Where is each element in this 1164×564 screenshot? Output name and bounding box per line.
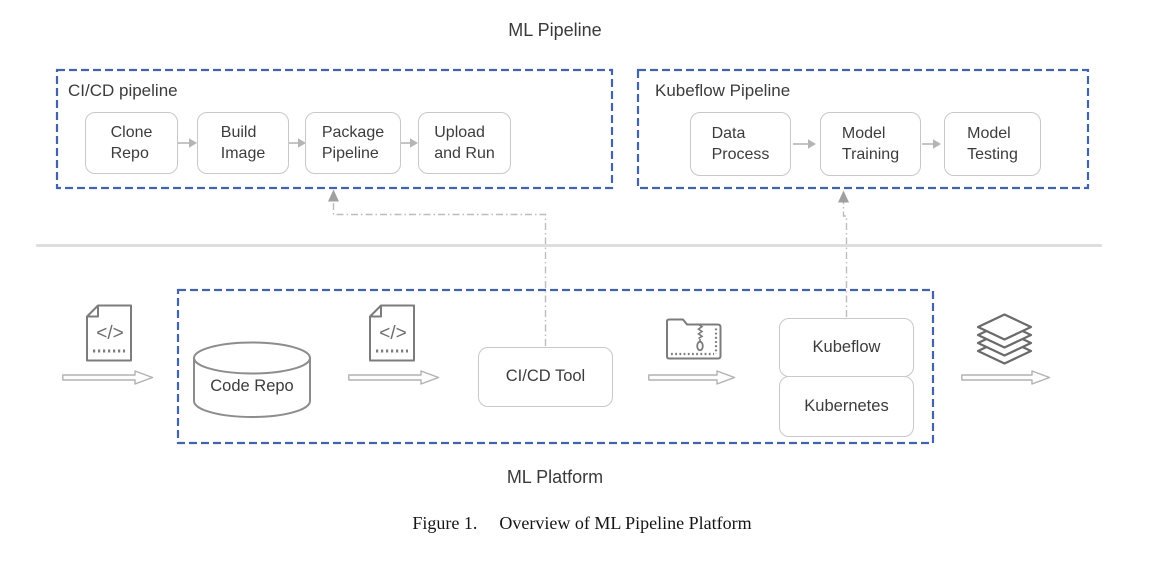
cicd-tool-to-cicd-pipeline-connector	[332, 199, 547, 346]
step-upload-and-run: Upload and Run	[418, 112, 511, 174]
layers-icon	[976, 313, 1033, 365]
node-label: Kubernetes	[804, 396, 889, 415]
cicd-pipeline-label: CI/CD pipeline	[68, 81, 178, 100]
figure-caption: Figure 1. Overview of ML Pipeline Platfor…	[0, 513, 1164, 534]
node-label: CI/CD Tool	[505, 367, 586, 386]
step-label: Model Testing	[967, 124, 1018, 163]
step-label: Model Training	[841, 124, 900, 163]
step-label: Clone Repo	[110, 123, 153, 162]
step-label: Upload and Run	[434, 123, 495, 162]
code-file-icon: </>	[86, 304, 132, 362]
step-arrow-icon	[178, 138, 197, 148]
zip-folder-icon	[666, 318, 722, 360]
step-arrow-icon	[793, 139, 816, 149]
step-model-training: Model Training	[820, 112, 921, 176]
step-label: Data Process	[711, 124, 770, 163]
step-arrow-icon	[289, 138, 306, 148]
figure-number: Figure 1.	[412, 513, 478, 533]
code-file-icon: </>	[369, 304, 415, 362]
step-package-pipeline: Package Pipeline	[305, 112, 401, 174]
step-clone-repo: Clone Repo	[85, 112, 178, 174]
code-glyph: </>	[379, 323, 406, 344]
cicd-tool-node: CI/CD Tool	[478, 347, 613, 407]
step-data-process: Data Process	[690, 112, 791, 176]
flow-arrow-icon	[62, 370, 154, 385]
ml-pipeline-title: ML Pipeline	[508, 20, 602, 40]
flow-arrow-icon	[648, 370, 736, 385]
connector-arrowhead-left	[328, 189, 339, 202]
kubeflow-to-kubeflow-pipeline-connector	[842, 200, 848, 317]
section-divider	[36, 244, 1102, 247]
code-repo-label: Code Repo	[210, 377, 294, 395]
kubeflow-pipeline-label: Kubeflow Pipeline	[655, 81, 791, 100]
connector-arrowhead-right	[838, 190, 849, 203]
step-model-testing: Model Testing	[944, 112, 1041, 176]
step-label: Build Image	[220, 123, 266, 162]
step-arrow-icon	[922, 139, 941, 149]
flow-arrow-icon	[348, 370, 440, 385]
database-cylinder-icon	[193, 341, 311, 418]
step-build-image: Build Image	[197, 112, 289, 174]
code-glyph: </>	[96, 323, 123, 344]
step-arrow-icon	[401, 138, 418, 148]
step-label: Package Pipeline	[321, 123, 385, 162]
flow-arrow-icon	[961, 370, 1051, 385]
kubernetes-node: Kubernetes	[779, 376, 914, 437]
ml-platform-title: ML Platform	[506, 467, 604, 487]
node-label: Kubeflow	[812, 337, 881, 356]
kubeflow-node: Kubeflow	[779, 318, 914, 377]
figure-caption-text: Overview of ML Pipeline Platform	[499, 513, 752, 533]
